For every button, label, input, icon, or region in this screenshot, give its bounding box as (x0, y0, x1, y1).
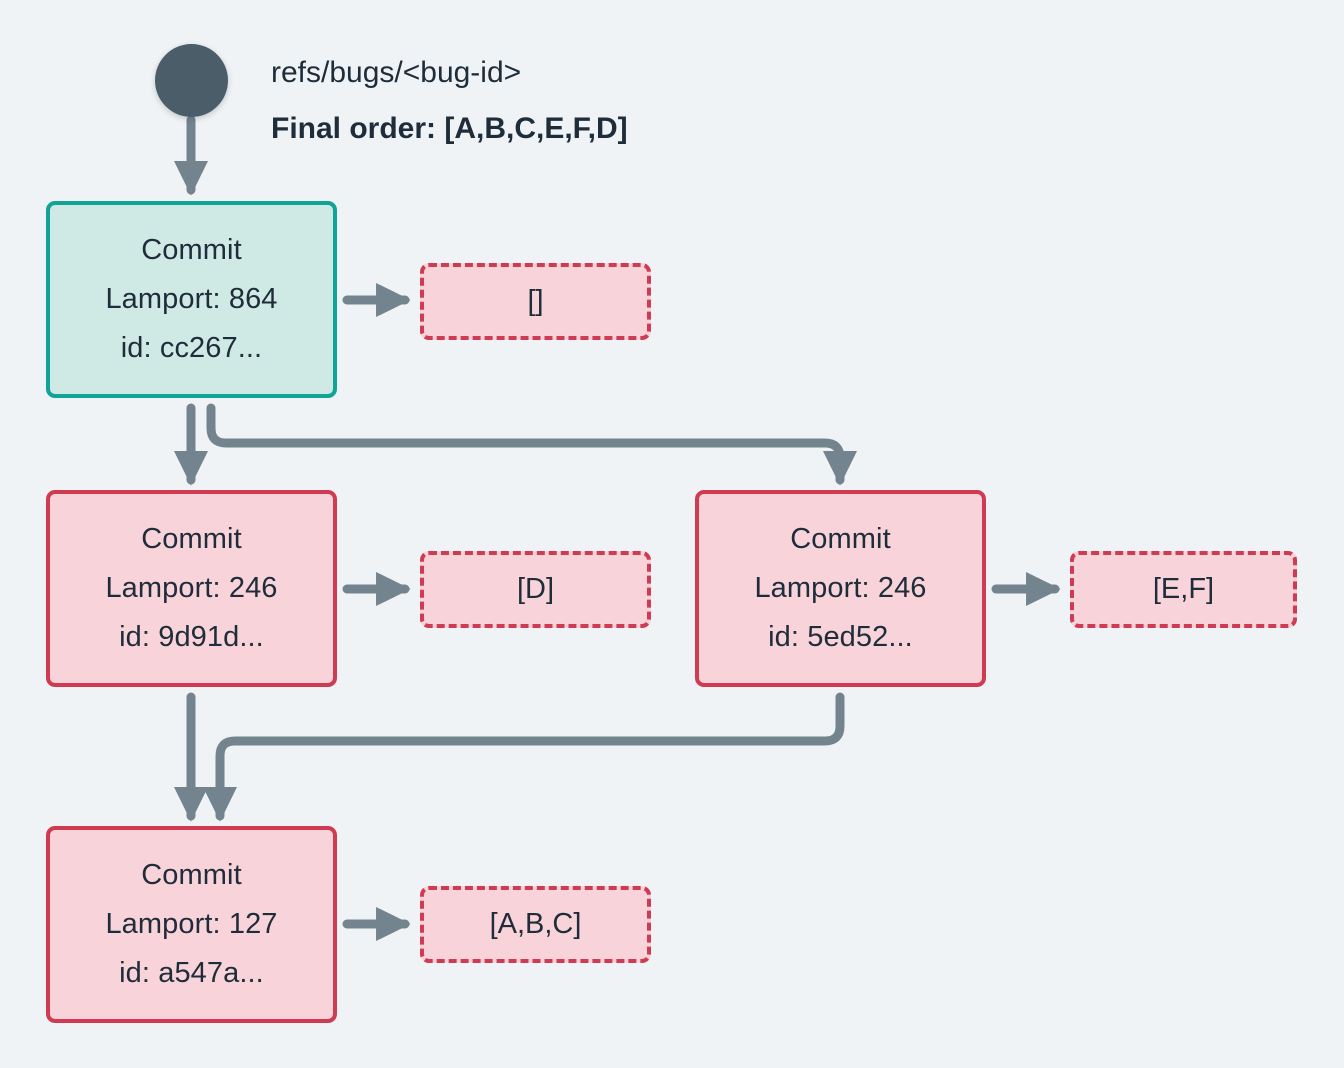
ref-pointer-dot[interactable] (155, 44, 228, 117)
commit-title: Commit (141, 859, 242, 891)
commit-lamport: Lamport: 864 (105, 283, 278, 315)
commit-hash: id: cc267... (120, 332, 263, 364)
commit-hash: id: a547a... (119, 957, 264, 989)
oplist-box-a547a[interactable]: [A,B,C] (420, 886, 651, 963)
commit-node-9d91d[interactable]: Commit Lamport: 246 id: 9d91d... (46, 490, 337, 687)
oplist-label: [E,F] (1152, 573, 1215, 605)
commit-node-5ed52[interactable]: Commit Lamport: 246 id: 5ed52... (695, 490, 986, 687)
commit-hash: id: 9d91d... (119, 621, 264, 653)
commit-node-a547a[interactable]: Commit Lamport: 127 id: a547a... (46, 826, 337, 1023)
oplist-label: [] (527, 285, 544, 317)
final-order-label: Final order: [A,B,C,E,F,D] (271, 112, 628, 145)
commit-title: Commit (141, 234, 242, 266)
commit-lamport: Lamport: 246 (754, 572, 927, 604)
commit-title: Commit (790, 523, 891, 555)
edge-5ed52-to-a547a (202, 692, 845, 822)
edge-cc267-to-5ed52 (206, 403, 858, 486)
commit-lamport: Lamport: 127 (105, 908, 278, 940)
commit-hash: id: 5ed52... (768, 621, 913, 653)
oplist-label: [A,B,C] (489, 908, 582, 940)
ref-label: refs/bugs/<bug-id> (271, 56, 522, 89)
commit-title: Commit (141, 523, 242, 555)
oplist-box-5ed52[interactable]: [E,F] (1070, 551, 1297, 628)
oplist-box-9d91d[interactable]: [D] (420, 551, 651, 628)
oplist-box-cc267[interactable]: [] (420, 263, 651, 340)
commit-node-cc267[interactable]: Commit Lamport: 864 id: cc267... (46, 201, 337, 398)
oplist-label: [D] (516, 573, 555, 605)
commit-lamport: Lamport: 246 (105, 572, 278, 604)
